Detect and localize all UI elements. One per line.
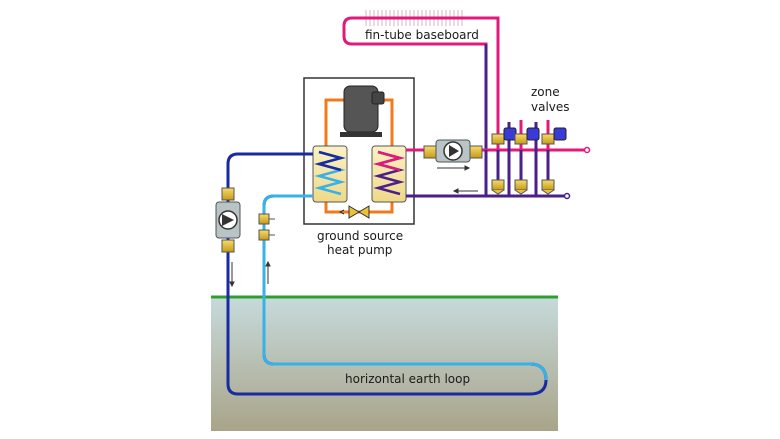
zone-valve-icon (514, 127, 540, 145)
earth-loop-piping (226, 152, 548, 396)
compressor-icon (340, 85, 385, 137)
balancing-valves (491, 179, 555, 195)
flow-arrow-icon (229, 260, 271, 288)
source-heat-exchanger (312, 145, 348, 203)
zone-valve-icon (491, 127, 517, 145)
expansion-valve-icon (338, 205, 370, 219)
supply-pipe-end (583, 146, 591, 154)
earth-loop-label: horizontal earth loop (345, 372, 470, 386)
heat-pump-label-1: ground source (317, 229, 403, 243)
return-pipe-end (563, 192, 571, 200)
baseboard-loop (342, 10, 500, 150)
zone-valve-icon (541, 127, 567, 145)
zone-valves-label-2: valves (531, 100, 570, 114)
heat-pump-label-2: heat pump (327, 243, 392, 257)
flow-arrow-icon (437, 165, 478, 194)
earth-loop-circulator (215, 187, 241, 253)
zone-valves-label-1: zone (531, 85, 560, 99)
circulator-pump-icon (423, 139, 483, 163)
load-heat-exchanger (371, 145, 407, 203)
earth-loop-valves (258, 213, 275, 241)
baseboard-label: fin-tube baseboard (365, 28, 479, 42)
